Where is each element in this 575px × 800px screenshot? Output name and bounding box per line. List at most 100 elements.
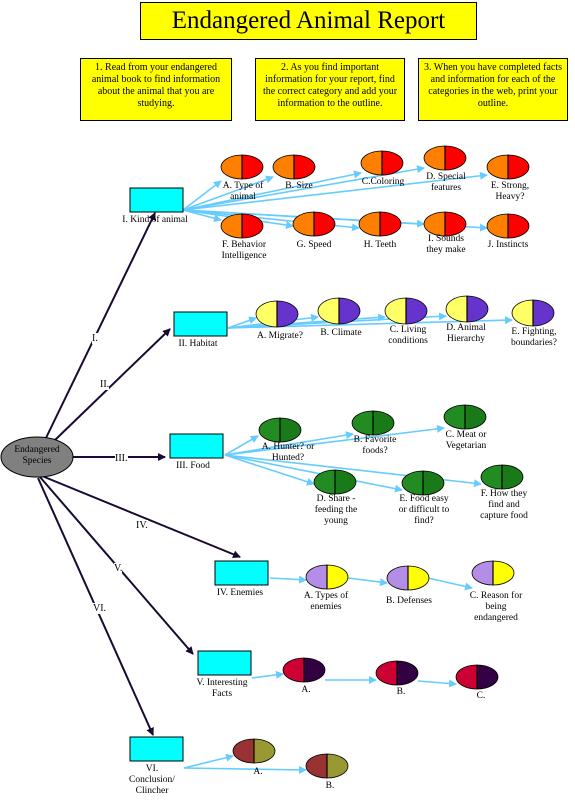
- item-oval-3-1: [258, 417, 302, 443]
- item-label-1-9: I. Sounds they make: [426, 234, 466, 255]
- item-oval-1-9: [423, 211, 467, 237]
- sub-arrow-5-1: [251, 670, 284, 679]
- item-oval-1-8: [358, 211, 402, 237]
- branch-numeral-5: V.: [114, 563, 123, 574]
- item-label-6-1: A.: [253, 767, 263, 777]
- center-label: Endangered Species: [14, 445, 60, 466]
- item-oval-5-1: [282, 657, 326, 683]
- category-label-1: I. Kind of animal: [122, 215, 188, 225]
- item-oval-4-1: [305, 564, 349, 590]
- sub-arrow-1-3: [182, 170, 362, 211]
- item-label-5-3: C.: [476, 691, 486, 701]
- sub-arrow-3-3: [224, 424, 445, 456]
- item-oval-2-4: [445, 295, 489, 323]
- item-oval-2-2: [317, 297, 361, 325]
- item-label-1-7: G. Speed: [296, 240, 332, 250]
- item-oval-6-2: [305, 753, 349, 779]
- item-label-3-6: F. How they find and capture food: [480, 489, 528, 521]
- category-box-4: [214, 560, 269, 586]
- item-label-4-1: A. Types of enemies: [303, 591, 349, 612]
- sub-arrow-4-3: [427, 577, 473, 591]
- branch-numeral-3: III.: [115, 453, 128, 464]
- item-label-2-1: A. Migrate?: [257, 331, 303, 341]
- item-label-1-5: E. Strong, Heavy?: [490, 181, 530, 202]
- item-oval-2-5: [511, 299, 555, 327]
- item-label-3-5: E. Food easy or difficult to find?: [398, 494, 450, 526]
- item-oval-1-1: [220, 154, 264, 180]
- sub-arrow-6-1: [183, 753, 234, 769]
- sub-arrow-4-1: [269, 575, 307, 584]
- item-label-3-2: B. Favorite foods?: [353, 435, 397, 456]
- item-label-2-4: D. Animal Hierarchy: [446, 323, 486, 344]
- item-label-4-2: B. Defenses: [386, 596, 432, 606]
- page-title: Endangered Animal Report: [140, 2, 477, 40]
- branch-numeral-1: I.: [92, 333, 98, 344]
- item-label-2-3: C. Living conditions: [388, 325, 428, 346]
- item-oval-6-1: [232, 738, 276, 764]
- item-oval-5-3: [455, 664, 499, 690]
- category-box-2: [173, 311, 228, 337]
- category-label-5: V. Interesting Facts: [196, 678, 248, 699]
- item-oval-4-2: [386, 565, 430, 591]
- item-oval-1-5: [486, 154, 530, 180]
- sub-arrow-3-1: [224, 435, 259, 456]
- sub-arrow-1-1: [182, 180, 222, 211]
- item-label-1-1: A. Type of animal: [222, 181, 264, 202]
- item-oval-1-10: [486, 213, 530, 239]
- branch-numeral-2: II.: [100, 379, 110, 390]
- center-node: [0, 436, 74, 478]
- main-arrow-1: [44, 212, 156, 441]
- category-box-6: [129, 736, 184, 762]
- main-arrow-2: [54, 328, 171, 441]
- item-label-5-1: A.: [301, 685, 311, 695]
- instruction-2: 2. As you find important information for…: [255, 58, 405, 121]
- sub-arrow-3-5: [224, 454, 403, 493]
- item-oval-2-1: [255, 300, 299, 328]
- category-box-5: [197, 650, 252, 676]
- item-label-5-2: B.: [396, 687, 406, 697]
- item-oval-1-3: [360, 150, 404, 176]
- item-label-1-3: C.Coloring: [361, 177, 405, 187]
- item-label-6-2: B.: [325, 781, 335, 791]
- item-oval-4-3: [471, 560, 515, 586]
- item-oval-3-6: [480, 464, 524, 490]
- instruction-3: 3. When you have completed facts and inf…: [418, 58, 568, 121]
- category-box-1: [129, 187, 184, 213]
- item-oval-3-2: [351, 410, 395, 436]
- sub-arrow-3-2: [224, 431, 354, 456]
- item-oval-3-5: [401, 470, 445, 496]
- item-label-2-5: E. Fighting, boundaries?: [511, 327, 557, 348]
- item-oval-5-2: [375, 660, 419, 686]
- item-label-3-4: D. Share - feeding the young: [314, 494, 358, 526]
- item-oval-2-3: [384, 297, 428, 325]
- branch-numeral-6: VI.: [93, 603, 107, 614]
- sub-arrow-1-2: [182, 175, 274, 211]
- main-arrow-4: [41, 475, 241, 559]
- item-oval-1-7: [292, 211, 336, 237]
- item-label-4-3: C. Reason for being endangered: [469, 591, 523, 623]
- sub-arrow-2-1: [227, 316, 257, 329]
- instruction-1: 1. Read from your endangered animal book…: [80, 58, 232, 121]
- item-label-2-2: B. Climate: [320, 328, 362, 338]
- item-label-1-6: F. Behavior Intelligence: [221, 240, 267, 261]
- item-label-1-10: J. Instincts: [487, 240, 529, 250]
- item-oval-3-3: [443, 404, 487, 430]
- sub-arrow-5-3: [417, 679, 457, 688]
- category-label-6: VI. Conclusion/ Clincher: [129, 764, 175, 796]
- item-label-3-1: A. Hunter? or Hunted?: [261, 442, 315, 463]
- category-box-3: [169, 433, 224, 459]
- item-label-1-8: H. Teeth: [363, 240, 397, 250]
- category-label-4: IV. Enemies: [216, 588, 264, 598]
- item-label-1-4: D. Special features: [426, 172, 466, 193]
- item-oval-1-4: [423, 145, 467, 171]
- item-label-1-2: B. Size: [285, 181, 313, 191]
- item-label-3-3: C. Meat or Vegetarian: [445, 430, 487, 451]
- item-oval-1-2: [272, 154, 316, 180]
- sub-arrow-1-5: [182, 171, 488, 211]
- sub-arrow-4-2: [347, 577, 388, 587]
- category-label-3: III. Food: [176, 461, 210, 471]
- sub-arrow-3-4: [224, 454, 315, 486]
- sub-arrow-6-2: [183, 765, 307, 774]
- item-oval-1-6: [220, 213, 264, 239]
